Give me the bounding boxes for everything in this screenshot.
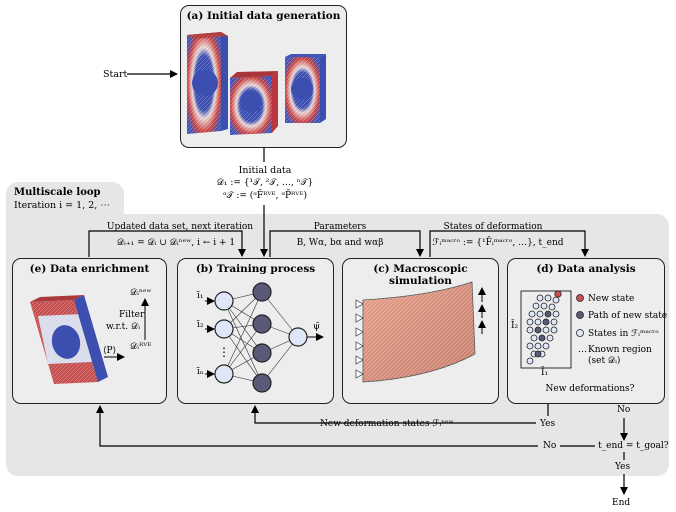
yes-label-2: Yes [615,462,631,472]
rve-block-2 [230,71,278,135]
yes-label-1: Yes [540,419,556,429]
data-enrichment-title: (e) Data enrichment [29,263,150,275]
training-output: ψ̄ [313,322,321,332]
data-analysis-title: (d) Data analysis [536,263,636,275]
data-analysis-box: (d) Data analysis [507,258,665,404]
no-label-1: No [617,405,631,415]
analysis-question: New deformations? [545,384,635,394]
parameters-title: Parameters [313,222,367,232]
enrichment-d-rve: 𝒟ᵢᴿⱽᴱ [130,342,152,352]
macroscopic-simulation-title: (c) Macroscopic simulation [373,263,468,287]
parameters-formula: B, Wα, bα and wαβ [296,238,384,248]
start-label: Start [103,69,128,80]
initial-data-title: (a) Initial data generation [186,10,341,22]
enrichment-d-new: 𝒟ᵢⁿᵉʷ [130,288,152,298]
end-label: End [612,498,631,508]
loop-iteration: Iteration i = 1, 2, ⋯ [14,200,110,211]
analysis-axis-y: Ī₂ [511,321,519,331]
updated-data-formula: 𝒟ᵢ₊₁ = 𝒟ᵢ ∪ 𝒟ᵢⁿᵉʷ, i ← i + 1 [116,238,236,248]
analysis-scatter [520,290,584,369]
updated-data-title: Updated data set, next iteration [106,222,254,232]
training-input-1: ī₁ [197,291,204,301]
training-input-n: īₙ [197,367,204,377]
rve-block-3 [285,54,326,123]
no-label-2: No [543,441,557,451]
initial-data-label: Initial data [238,165,292,176]
legend-macro-states: States in ℱᵢᵐᵃᶜʳᵒ [588,329,659,339]
svg-text:⋮: ⋮ [218,345,230,359]
condition-label: t_end = t_goal? [598,441,669,451]
enrichment-filter: Filter [119,310,145,320]
enrichment-wrt: w.r.t. 𝒟ᵢ [106,322,141,332]
analysis-axis-x: Ī₁ [541,368,549,378]
new-deformation-states-label: New deformation states ℱᵢⁿᵉʷ [320,419,454,429]
loop-title: Multiscale loop [14,187,101,198]
legend-ellipsis: … [578,345,587,355]
initial-data-set: 𝒟₁ := {¹𝒯, ²𝒯, …, ⁿ𝒯} [216,178,314,188]
states-title: States of deformation [443,222,543,232]
legend-known-region: Known region (set 𝒟ᵢ) [588,345,652,366]
enrichment-p-avg: ⟨P⟩ [103,346,117,356]
training-input-2: ī₂ [197,320,204,330]
neural-network: ⋮ [205,282,324,393]
macroscopic-beam [355,281,486,383]
enrichment-rve-deformed [30,295,108,384]
initial-data-tuple: ᵅ𝒯 := (ᵅF̄ᴿⱽᴱ, ᵅP̄ᴿⱽᴱ) [222,191,308,201]
states-formula: ℱᵢᵐᵃᶜʳᵒ := {¹F̄ᵢᵐᵃᶜʳᵒ, …}, t_end [432,238,564,248]
legend-path: Path of new state [588,311,668,321]
training-process-title: (b) Training process [195,263,316,275]
rve-block-1 [187,32,228,134]
legend-new-state: New state [588,294,635,304]
